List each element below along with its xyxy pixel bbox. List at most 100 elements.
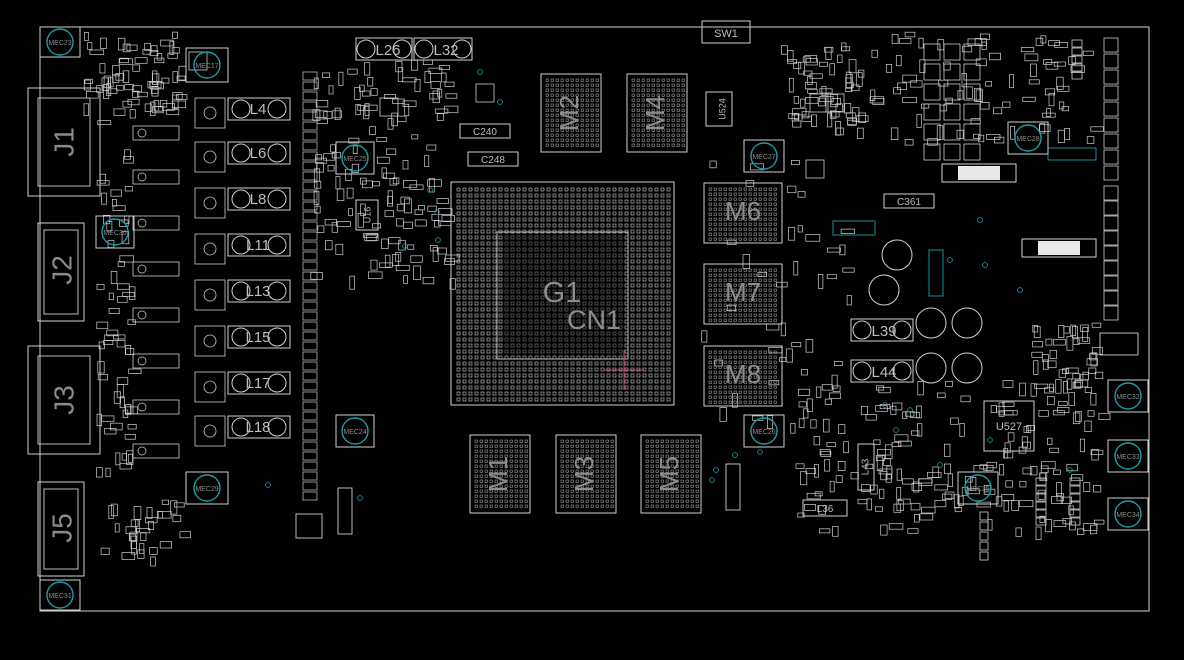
gpu-ball: [528, 277, 533, 282]
header-pin: [1071, 71, 1083, 80]
gpu-ball: [642, 229, 647, 234]
gpu-ball: [588, 217, 593, 222]
gpu-ball: [474, 379, 479, 384]
smd-component: [845, 74, 853, 89]
smd-component: [352, 145, 358, 155]
gpu-ball: [660, 277, 665, 282]
header-pin: [1103, 149, 1119, 165]
gpu-ball: [534, 277, 539, 282]
gpu-ball: [528, 265, 533, 270]
gpu-ball: [558, 223, 563, 228]
gpu-ball: [528, 373, 533, 378]
gpu-ball: [660, 295, 665, 300]
smd-component: [387, 190, 393, 205]
gpu-ball: [648, 235, 653, 240]
gpu-ball: [534, 391, 539, 396]
gpu-ball: [510, 241, 515, 246]
smd-component: [785, 348, 793, 363]
gpu-ball: [558, 331, 563, 336]
power-pad: [963, 123, 981, 141]
gpu-ball: [468, 283, 473, 288]
gpu-ball: [564, 397, 569, 402]
memory-ball: [585, 138, 589, 142]
smd-component: [1042, 112, 1056, 118]
smd-component: [848, 59, 857, 74]
gpu-ball: [576, 349, 581, 354]
hole-label: MEC27: [752, 154, 775, 161]
smd-component: [364, 104, 378, 111]
gpu-ball: [648, 211, 653, 216]
gpu-ball: [582, 301, 587, 306]
smd-component: [852, 107, 860, 122]
memory-ball: [641, 103, 645, 107]
gpu-package[interactable]: G1 CN1: [450, 181, 675, 406]
gpu-ball: [462, 205, 467, 210]
gpu-ball: [540, 277, 545, 282]
gpu-ball: [648, 337, 653, 342]
gpu-ball: [474, 205, 479, 210]
gpu-ball: [576, 187, 581, 192]
memory-ball: [590, 128, 594, 132]
gpu-ball: [510, 385, 515, 390]
gpu-ball: [516, 319, 521, 324]
gpu-ball: [486, 223, 491, 228]
smd-component: [316, 118, 328, 124]
smd-component: [800, 98, 806, 108]
memory-ball: [671, 113, 675, 117]
smd-component: [1082, 523, 1098, 531]
gpu-ball: [648, 289, 653, 294]
gpu-ball: [468, 301, 473, 306]
smd-component: [126, 44, 138, 52]
gpu-ball: [660, 313, 665, 318]
smd-component: [801, 115, 812, 122]
gpu-ball: [546, 265, 551, 270]
gpu-ball: [588, 289, 593, 294]
smd-component: [1072, 412, 1081, 425]
gpu-ball: [540, 187, 545, 192]
gpu-ball: [510, 295, 515, 300]
smd-component: [897, 82, 907, 90]
smd-component: [437, 89, 443, 98]
memory-ball: [636, 98, 640, 102]
gpu-ball: [606, 337, 611, 342]
gpu-ball: [654, 301, 659, 306]
gpu-ball: [504, 295, 509, 300]
smd-component: [1090, 393, 1097, 406]
memory-ball: [560, 78, 564, 82]
smd-component: [364, 62, 371, 76]
capacitor-array-cell: [302, 111, 318, 121]
memory-chip-m2[interactable]: M2: [540, 73, 602, 153]
gpu-ball: [648, 277, 653, 282]
memory-ball: [570, 133, 574, 137]
smd-component: [791, 342, 802, 348]
gpu-ball: [660, 205, 665, 210]
header-pin: [1071, 39, 1083, 48]
smd-component: [902, 96, 917, 104]
gpu-ball: [534, 397, 539, 402]
gpu-ball: [486, 313, 491, 318]
gpu-ball: [630, 337, 635, 342]
gpu-ball: [648, 331, 653, 336]
memory-ball: [565, 98, 569, 102]
gpu-ball: [480, 193, 485, 198]
gpu-ball: [564, 337, 569, 342]
memory-ball: [661, 103, 665, 107]
gpu-ball: [534, 301, 539, 306]
gpu-ball: [624, 397, 629, 402]
smd-component: [429, 93, 440, 100]
gpu-ball: [576, 325, 581, 330]
memory-ball: [580, 93, 584, 97]
gpu-ball: [612, 235, 617, 240]
smd-component: [872, 98, 885, 105]
gpu-ball: [666, 301, 671, 306]
smd-component: [434, 220, 441, 228]
gpu-ball: [498, 241, 503, 246]
gpu-ball: [456, 247, 461, 252]
memory-chip-m4[interactable]: M4: [626, 73, 688, 153]
memory-ball: [681, 88, 685, 92]
smd-component: [805, 97, 819, 104]
gpu-ball: [540, 307, 545, 312]
gpu-ball: [534, 337, 539, 342]
header-pin: [1035, 509, 1047, 518]
